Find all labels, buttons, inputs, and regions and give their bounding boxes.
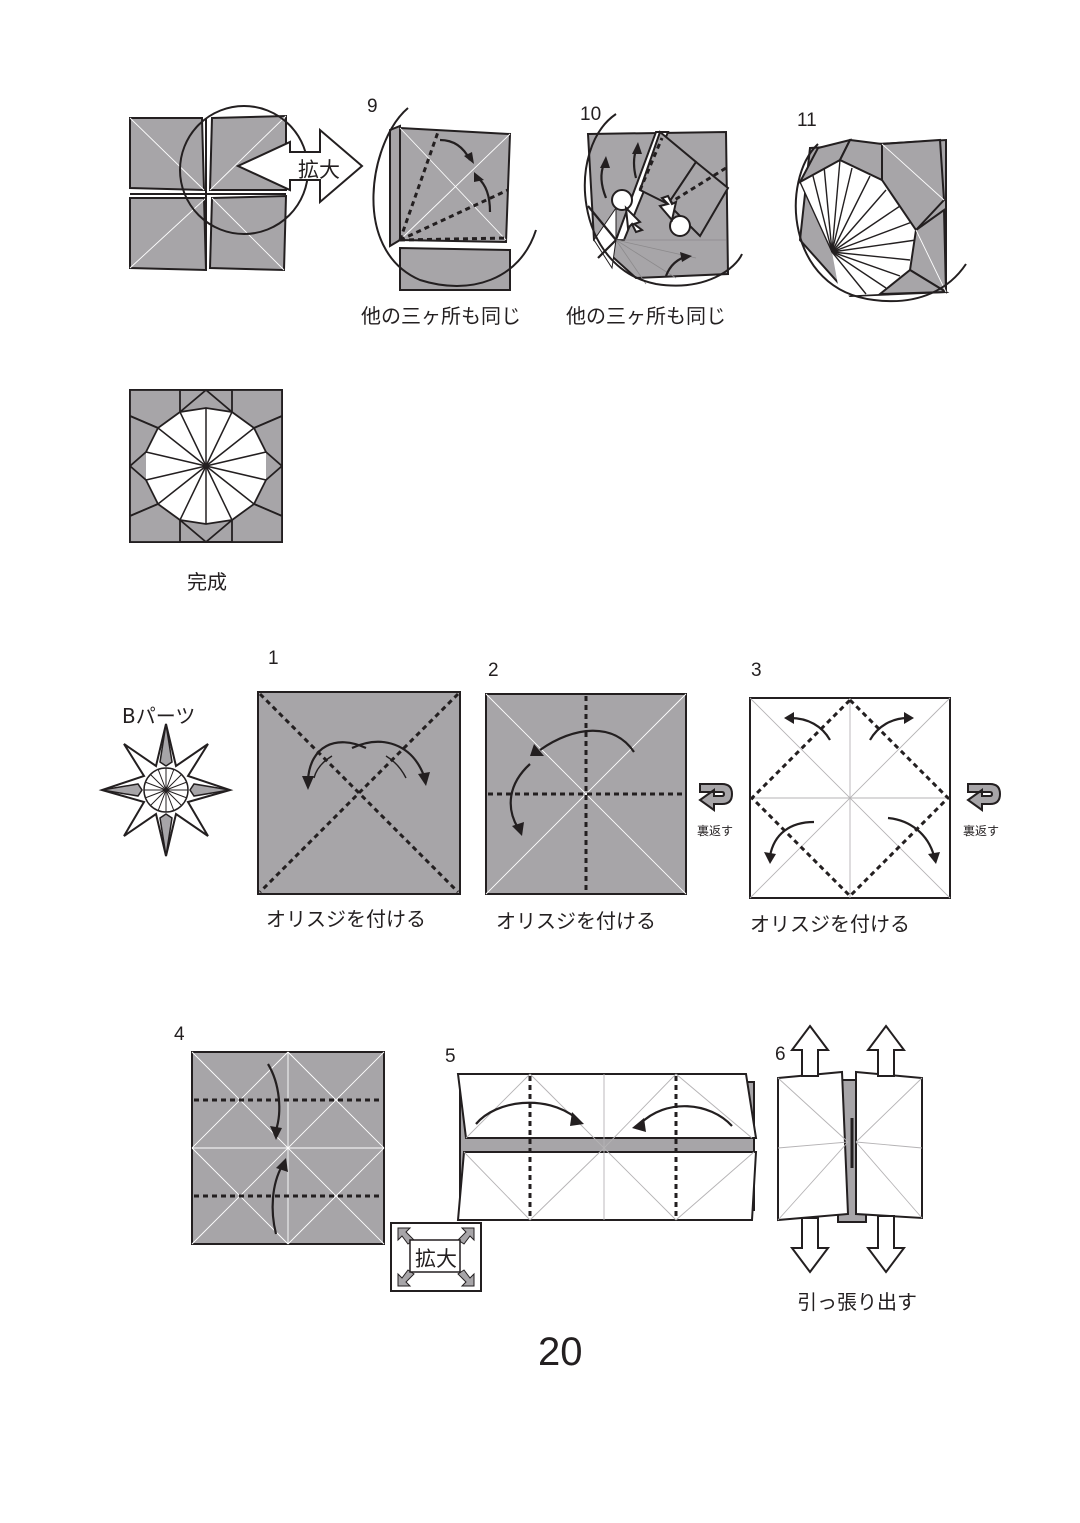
step1-number: 1 — [268, 648, 279, 669]
flip-over-icon-2 — [966, 783, 1002, 812]
step3-diagram — [749, 697, 951, 899]
flip-over-label-2: 裏返す — [963, 824, 1000, 838]
zoom-arrow — [235, 127, 364, 205]
finished-caption: 完成 — [187, 570, 227, 594]
part-b-title: Bパーツ — [122, 704, 196, 728]
step5-number: 5 — [445, 1046, 456, 1067]
step2-number: 2 — [488, 660, 499, 681]
step11-number: 11 — [797, 110, 817, 131]
page-number: 20 — [538, 1330, 583, 1374]
step6-caption: 引っ張り出す — [797, 1290, 917, 1314]
step5-diagram — [456, 1073, 758, 1221]
pull-arrow-down-right — [866, 1215, 906, 1274]
step1-caption: オリスジを付ける — [266, 907, 426, 931]
base-squares — [129, 114, 288, 272]
step3-caption: オリスジを付ける — [750, 912, 910, 936]
step2-diagram — [485, 693, 687, 895]
push-arrow-left — [611, 189, 645, 234]
step6-diagram — [777, 1024, 923, 1274]
zoom-label: 拡大 — [298, 158, 340, 182]
step10-diagram — [583, 113, 743, 287]
zoom-box-arrows — [397, 1227, 475, 1287]
flip-over-label-1: 裏返す — [697, 824, 734, 838]
pull-arrow-up-right — [866, 1024, 906, 1077]
step9-number: 9 — [367, 96, 378, 117]
step4-number: 4 — [174, 1024, 185, 1045]
push-arrow-right — [658, 194, 691, 237]
step10-number: 10 — [580, 104, 602, 125]
finished-model — [129, 388, 283, 544]
step6-number: 6 — [775, 1044, 786, 1065]
step9-caption: 他の三ヶ所も同じ — [361, 304, 521, 328]
step8-base-diagram — [129, 105, 364, 272]
step9-diagram — [372, 107, 537, 291]
step2-caption: オリスジを付ける — [496, 909, 656, 933]
pull-arrow-down-left — [790, 1217, 830, 1274]
step11-diagram — [794, 138, 967, 303]
zoom-box-label: 拡大 — [415, 1247, 457, 1271]
step10-caption: 他の三ヶ所も同じ — [566, 304, 726, 328]
pull-arrow-up-left — [790, 1024, 830, 1077]
step3-number: 3 — [751, 660, 762, 681]
step4-diagram — [191, 1051, 385, 1245]
part-b-star-icon — [98, 723, 234, 857]
step1-diagram — [257, 691, 461, 895]
flip-over-icon-1 — [698, 783, 734, 812]
